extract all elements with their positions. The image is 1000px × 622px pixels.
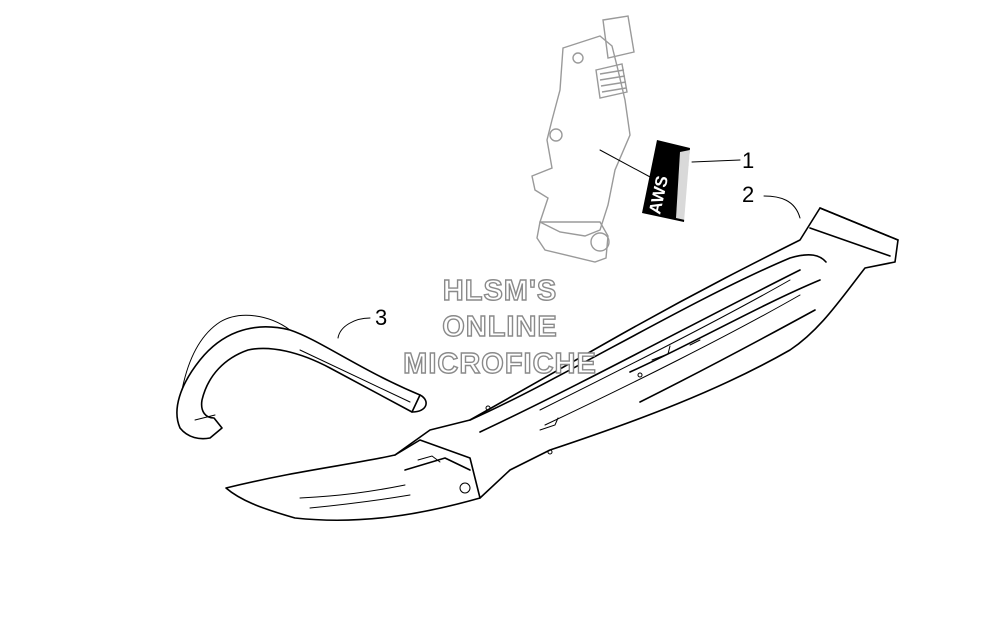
watermark-line-2: ONLINE	[442, 311, 558, 343]
callout-1-leader	[691, 159, 741, 163]
callout-1-label: 1	[742, 148, 754, 173]
spindle-assembly	[531, 15, 635, 263]
watermark-line-3: MICROFICHE	[403, 348, 597, 380]
aws-decal: AWS	[642, 140, 690, 222]
decal-leader	[599, 149, 653, 179]
ski-handle	[176, 314, 427, 440]
callout-2-label: 2	[742, 182, 754, 207]
callout-2-leader	[763, 195, 801, 219]
watermark: HLSM'S ONLINE MICROFICHE	[402, 274, 597, 380]
callout-3-label: 3	[375, 305, 387, 330]
ski	[225, 207, 899, 522]
watermark-line-1: HLSM'S	[443, 275, 557, 307]
callout-3-leader	[337, 317, 371, 339]
